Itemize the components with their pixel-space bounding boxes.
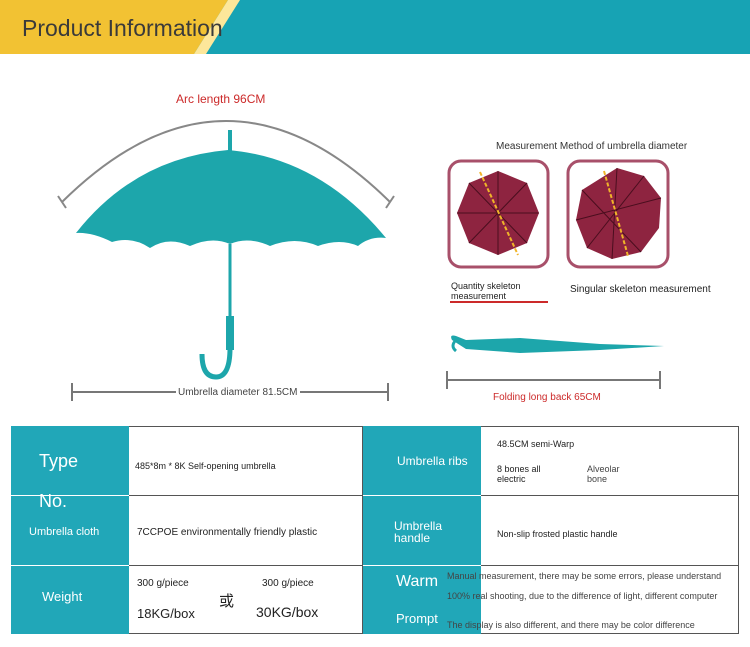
prompt-line-1: Manual measurement, there may be some er…: [447, 571, 722, 581]
diameter-label: Umbrella diameter 81.5CM: [176, 387, 300, 398]
handle-label-cell: Umbrella handle: [363, 496, 481, 566]
umbrella-hook-handle: [199, 347, 233, 380]
ribs-label-cell: Umbrella ribs: [363, 426, 481, 496]
arc-length-line: [61, 120, 391, 203]
warm-prompt-label-cell: Warm Prompt: [363, 566, 481, 634]
ribs-value-2: 8 bones all electric: [497, 464, 541, 484]
header-bar: Product Information: [0, 0, 750, 54]
handle-label: Umbrella handle: [394, 519, 443, 545]
umbrella-canopy: [76, 150, 386, 248]
weight-b-piece: 300 g/piece: [262, 578, 314, 589]
quantity-skeleton-label: Quantity skeleton measurement: [451, 281, 521, 301]
weight-value-cell: 300 g/piece 18KG/box 或 300 g/piece 30KG/…: [129, 566, 363, 634]
type-value: 485*8m * 8K Self-opening umbrella: [135, 461, 276, 471]
weight-label: Weight: [42, 589, 83, 604]
prompt-label: Prompt: [396, 611, 438, 626]
ribs-label: Umbrella ribs: [397, 454, 468, 468]
measurement-title: Measurement Method of umbrella diameter: [496, 141, 688, 152]
warm-label: Warm: [396, 573, 439, 590]
measure-line-2: [603, 170, 629, 257]
warm-prompt-value-cell: Manual measurement, there may be some er…: [447, 566, 739, 634]
folded-umbrella: [451, 335, 664, 353]
cloth-value: 7CCPOE environmentally friendly plastic: [137, 527, 318, 538]
weight-a-box: 18KG/box: [137, 606, 195, 621]
arc-length-label: Arc length 96CM: [176, 92, 266, 106]
umbrella-grip: [226, 316, 234, 350]
spec-table: Type 485*8m * 8K Self-opening umbrella U…: [11, 426, 739, 634]
prompt-line-3: The display is also different, and there…: [447, 620, 695, 630]
umbrella-diagram: [57, 120, 670, 401]
type-value-cell: 485*8m * 8K Self-opening umbrella: [129, 426, 363, 496]
cloth-label-cell: No. Umbrella cloth: [11, 491, 129, 566]
prompt-line-2: 100% real shooting, due to the differenc…: [447, 591, 718, 601]
ribs-value-1: 48.5CM semi-Warp: [497, 439, 575, 449]
weight-or: 或: [219, 593, 235, 610]
weight-label-cell: Weight: [11, 566, 129, 634]
singular-skeleton-label: Singular skeleton measurement: [570, 284, 711, 295]
cloth-label: Umbrella cloth: [29, 526, 100, 538]
type-label-cell: Type: [11, 426, 129, 496]
handle-value: Non-slip frosted plastic handle: [497, 529, 618, 539]
ribs-value-cell: 48.5CM semi-Warp 8 bones all electric Al…: [481, 426, 739, 496]
page-title: Product Information: [22, 15, 223, 41]
weight-b-box: 30KG/box: [256, 604, 319, 620]
weight-a-piece: 300 g/piece: [137, 578, 189, 589]
handle-value-cell: Non-slip frosted plastic handle: [481, 496, 739, 566]
octagon-2: [576, 168, 661, 259]
ribs-value-3: Alveolar bone: [587, 464, 620, 484]
folding-length-label: Folding long back 65CM: [493, 392, 601, 403]
type-label-no: No.: [39, 491, 68, 511]
measure-line-1: [479, 171, 519, 256]
header-yellow-accent: [0, 0, 240, 54]
type-label: Type: [39, 451, 79, 471]
cloth-value-cell: 7CCPOE environmentally friendly plastic: [129, 496, 363, 566]
